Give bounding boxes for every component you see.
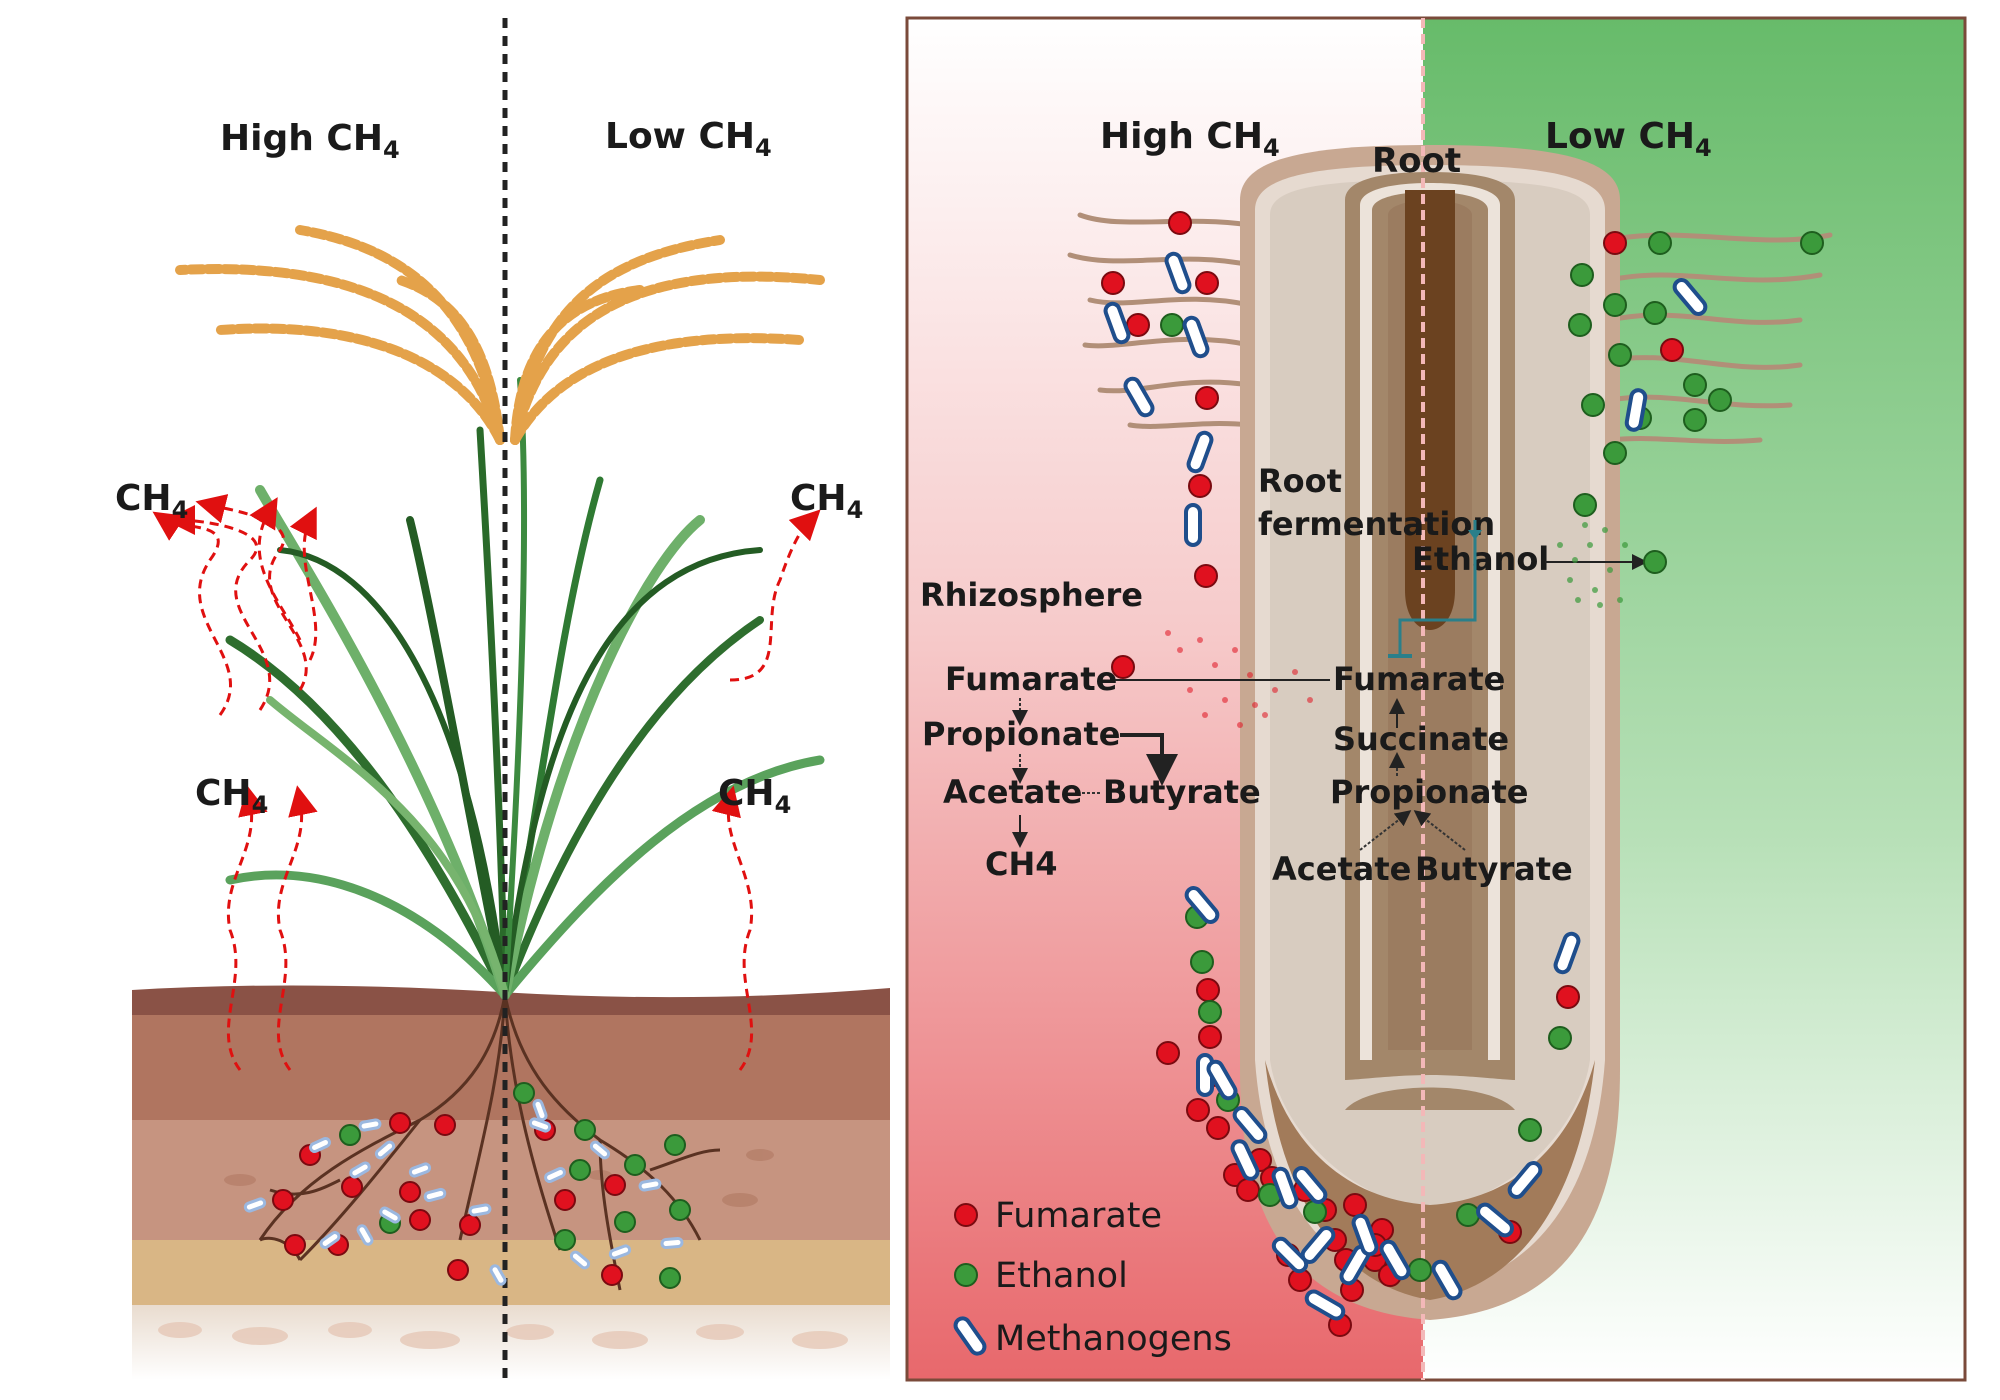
root-pathway: Fumarate Succinate Propionate Acetate Bu…: [1272, 520, 1648, 888]
path-propionate: Propionate: [922, 715, 1120, 753]
path-ch4: CH4: [985, 845, 1058, 883]
green-dot-icon: [954, 1263, 978, 1287]
ethanol-diffusion: [1557, 522, 1628, 608]
rhizosphere-pathway: Fumarate Propionate Acetate Butyrate CH4: [922, 660, 1330, 883]
soil-layers: [132, 985, 890, 1380]
rhizosphere-label: Rhizosphere: [920, 576, 1143, 614]
root-label: Root: [1372, 141, 1461, 181]
legend-ethanol: Ethanol: [995, 1256, 1128, 1296]
left-high-title: High CH4: [220, 118, 400, 164]
soil-methanogens: [243, 1098, 684, 1286]
right-low-title: Low CH4: [1545, 116, 1712, 162]
right-panel: High CH4 Low CH4: [905, 16, 1967, 1382]
right-high-title: High CH4: [1100, 116, 1280, 162]
legend-methanogens: Methanogens: [995, 1319, 1232, 1359]
root-path-fumarate: Fumarate: [1333, 660, 1505, 698]
fumarate-diffusion: [1165, 630, 1313, 728]
path-fumarate: Fumarate: [945, 660, 1117, 698]
rhizo-ethanol-dots: [1160, 231, 1824, 1282]
path-butyrate: Butyrate: [1103, 773, 1261, 811]
rice-panicles: [175, 225, 825, 445]
soil-fumarate-dots: [272, 1112, 626, 1286]
root-path-butyrate: Butyrate: [1415, 850, 1573, 888]
root-fermentation-label-2: fermentation: [1258, 505, 1495, 543]
red-dot-icon: [954, 1203, 978, 1227]
root-fermentation-label-1: Root: [1258, 462, 1342, 500]
root-path-succinate: Succinate: [1333, 720, 1509, 758]
left-low-title: Low CH4: [605, 116, 772, 162]
root-structure: [1240, 145, 1620, 1320]
ch4-label-1: CH4: [115, 478, 188, 524]
legend-fumarate: Fumarate: [995, 1196, 1162, 1236]
root-path-propionate: Propionate: [1330, 773, 1528, 811]
ch4-label-4: CH4: [718, 773, 791, 819]
right-panel-frame: [905, 16, 1967, 1382]
ch4-label-3: CH4: [195, 773, 268, 819]
ch4-arrows: [152, 494, 821, 1071]
rice-plant: [225, 377, 825, 1000]
ethanol-label: Ethanol: [1412, 540, 1549, 578]
ch4-label-2: CH4: [790, 478, 863, 524]
path-acetate: Acetate: [943, 773, 1082, 811]
methanogen-rod-icon: [953, 1316, 987, 1356]
rhizo-methanogens: [1103, 251, 1708, 1321]
left-panel: High CH4 Low CH4: [115, 18, 890, 1380]
root-path-acetate: Acetate: [1272, 850, 1411, 888]
legend: Fumarate Ethanol Methanogens: [953, 1196, 1232, 1359]
